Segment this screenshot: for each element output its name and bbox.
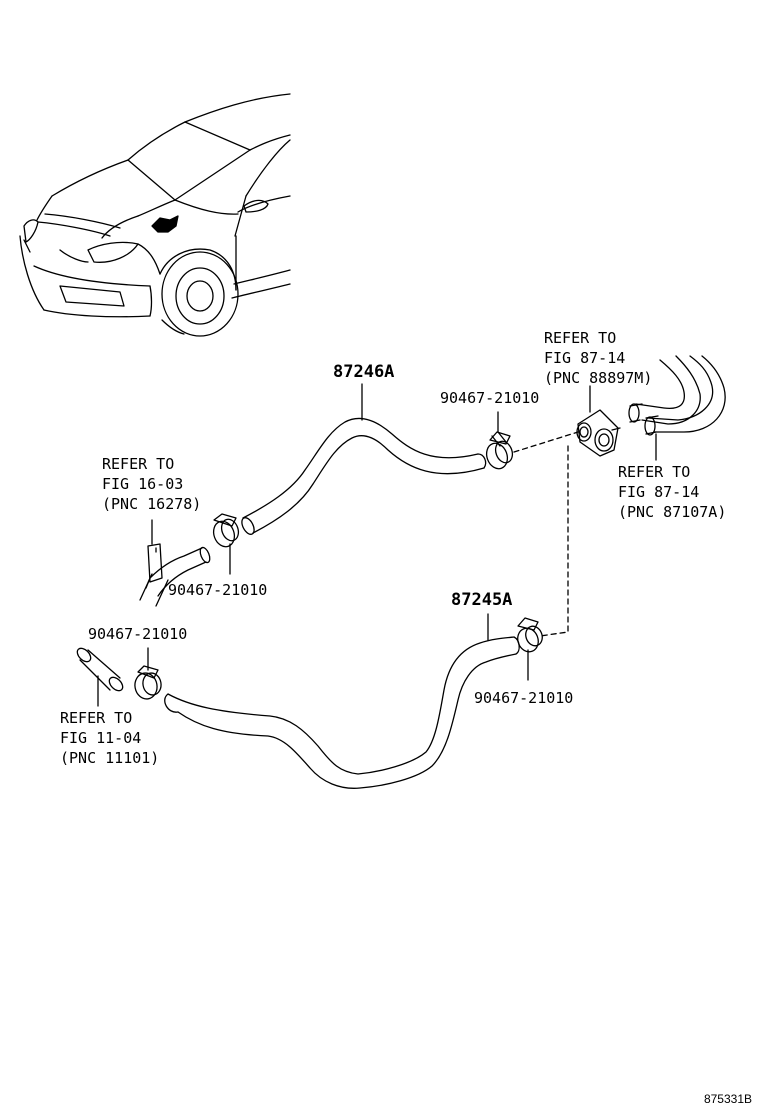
part-label-clamp-lower-right: 90467-21010	[474, 689, 574, 707]
reference-line: REFER TO	[544, 329, 617, 347]
leader-lines	[98, 384, 656, 706]
reference-line: REFER TO	[102, 455, 175, 473]
reference-line: (PNC 16278)	[102, 495, 202, 513]
hose-87245A	[165, 637, 519, 788]
reference-line: REFER TO	[618, 463, 691, 481]
vehicle-illustration	[20, 94, 290, 336]
reference-line: FIG 87-14	[618, 483, 700, 501]
diagram-id: 875331B	[703, 1092, 752, 1106]
clamp-lower-left	[133, 666, 163, 701]
hose-87246A	[140, 418, 486, 606]
clamp-lower-right	[514, 618, 544, 655]
part-label-clamp-upper-left: 90467-21010	[168, 581, 268, 599]
part-label-87245A: 87245A	[451, 590, 513, 610]
reference-line: FIG 87-14	[544, 349, 626, 367]
reference-line: REFER TO	[60, 709, 133, 727]
clamp-upper-right	[483, 432, 515, 472]
heater-pipes	[629, 356, 725, 435]
reference-note-16278: REFER TO FIG 16-03 (PNC 16278)	[102, 454, 201, 514]
reference-line: FIG 16-03	[102, 475, 184, 493]
grommet-connector	[577, 410, 620, 456]
reference-line: (PNC 11101)	[60, 749, 160, 767]
part-label-87246A: 87246A	[333, 362, 395, 382]
part-label-clamp-lower-left: 90467-21010	[88, 625, 188, 643]
clamp-upper-left	[210, 514, 241, 550]
part-label-clamp-upper-right: 90467-21010	[440, 389, 540, 407]
reference-line: (PNC 88897M)	[544, 369, 653, 387]
reference-line: FIG 11-04	[60, 729, 142, 747]
reference-note-11101: REFER TO FIG 11-04 (PNC 11101)	[60, 708, 159, 768]
routing-dashed-line	[514, 432, 578, 636]
engine-outlet-pipe	[75, 646, 125, 693]
reference-line: (PNC 87107A)	[618, 503, 727, 521]
reference-note-88897M: REFER TO FIG 87-14 (PNC 88897M)	[544, 328, 652, 388]
reference-note-87107A: REFER TO FIG 87-14 (PNC 87107A)	[618, 462, 726, 522]
